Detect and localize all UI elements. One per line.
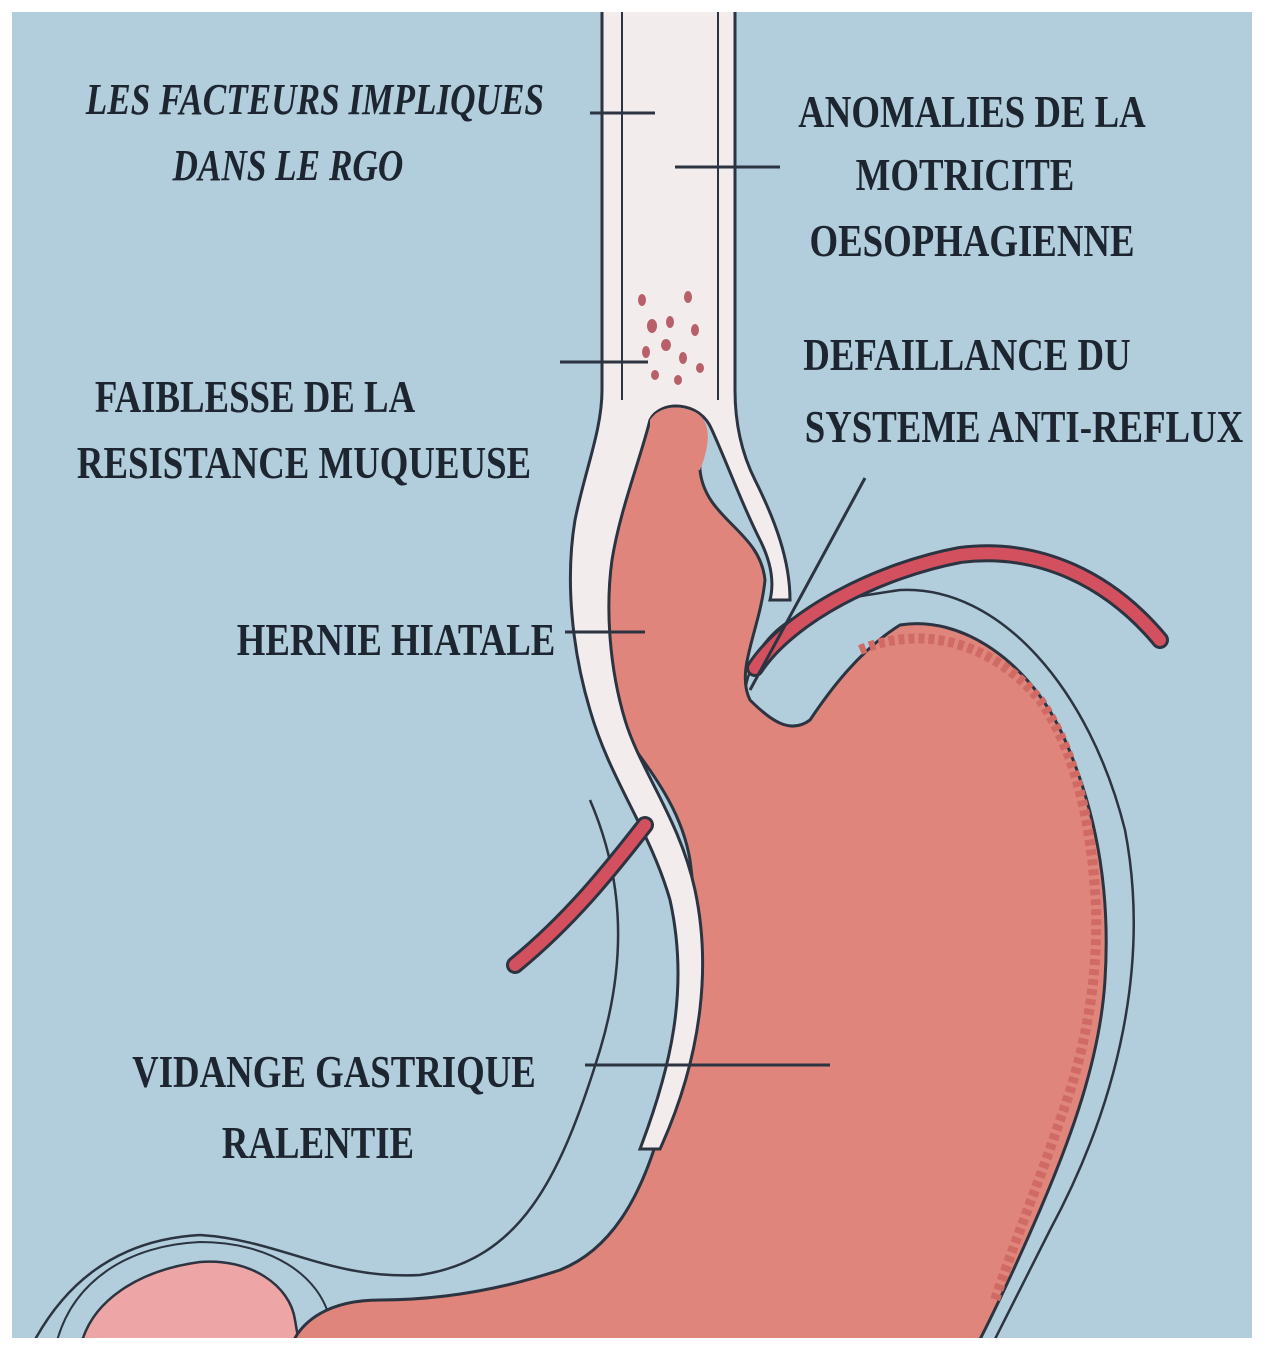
label-vidange-line-2: RALENTIE: [222, 1118, 414, 1169]
title-line-1: LES FACTEURS IMPLIQUES: [85, 74, 544, 124]
reflux-content: [650, 407, 708, 470]
label-motricite-line-1: ANOMALIES DE LA: [798, 87, 1146, 138]
label-motricite-line-2: MOTRICITE: [856, 150, 1075, 201]
label-resistance-line-1: FAIBLESSE DE LA: [95, 372, 415, 423]
title-line-2: DANS LE RGO: [172, 140, 404, 190]
label-antireflux-line-2: SYSTEME ANTI-REFLUX: [805, 402, 1243, 453]
label-resistance-line-2: RESISTANCE MUQUEUSE: [77, 438, 531, 489]
label-vidange-line-1: VIDANGE GASTRIQUE: [132, 1047, 536, 1098]
label-hernie: HERNIE HIATALE: [237, 615, 556, 666]
label-antireflux-line-1: DEFAILLANCE DU: [803, 330, 1130, 381]
label-motricite-line-3: OESOPHAGIENNE: [809, 216, 1134, 267]
